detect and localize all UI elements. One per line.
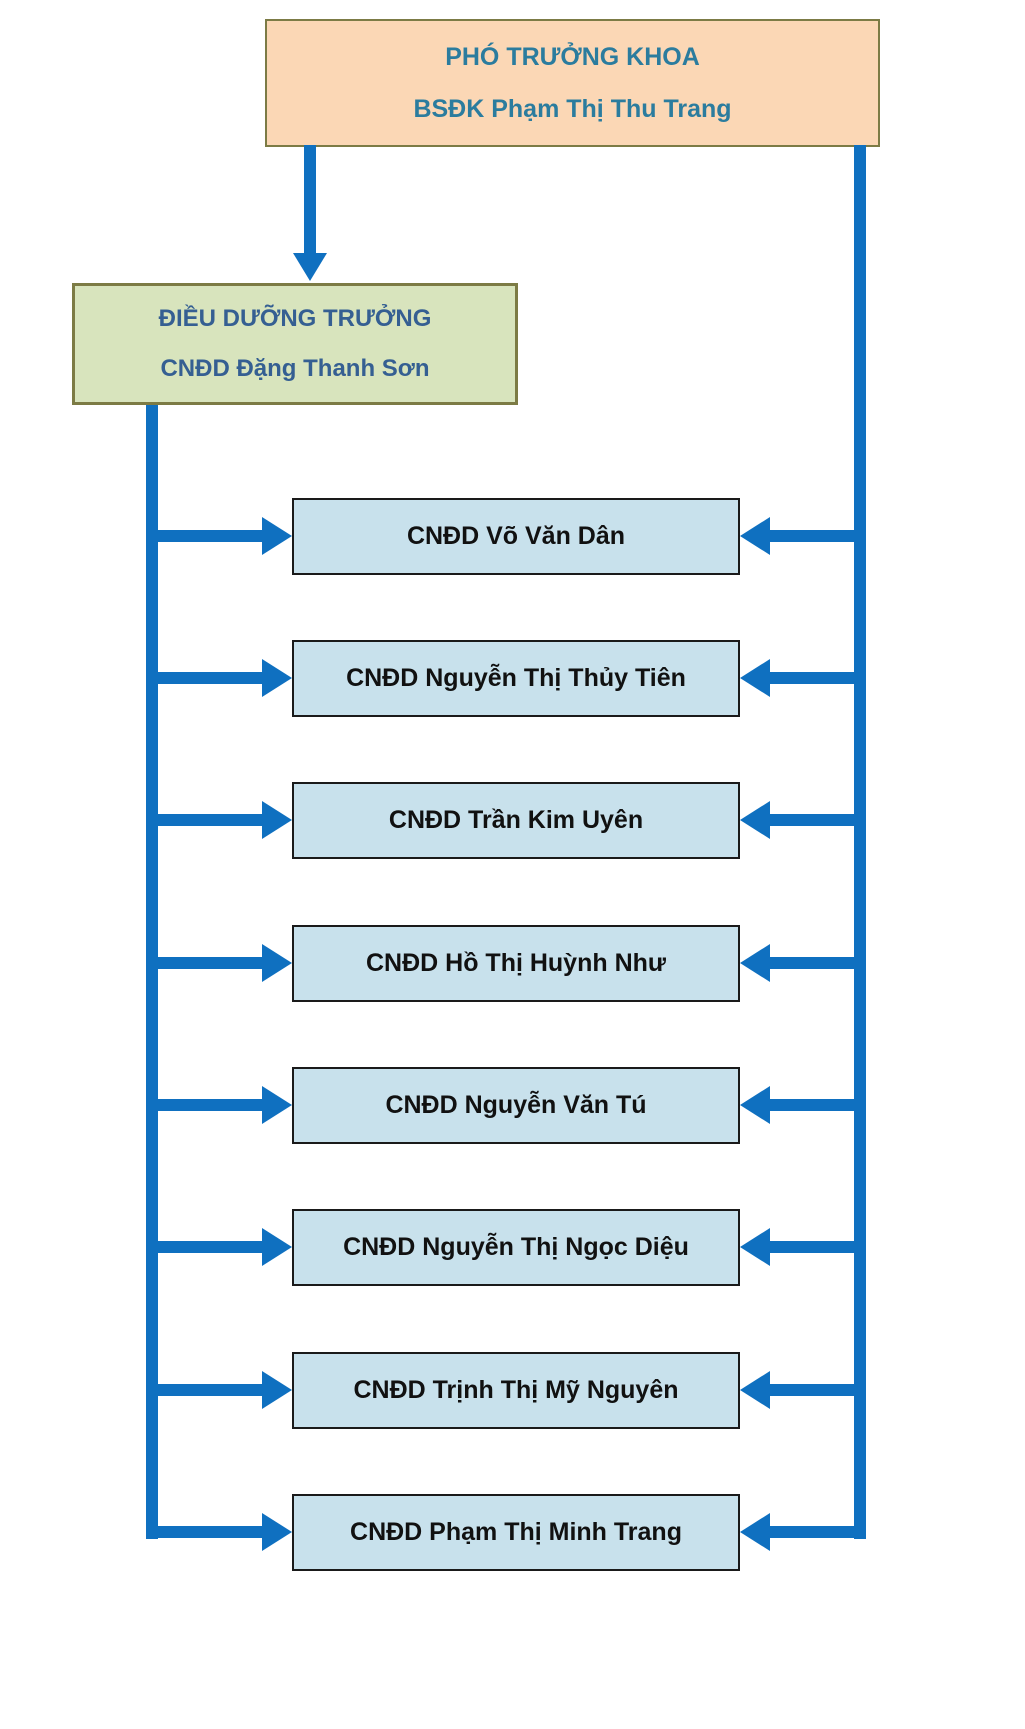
right-arrow-shaft [768, 530, 866, 542]
left-arrow-shaft [146, 1241, 264, 1253]
right-arrow-shaft [768, 1526, 866, 1538]
right-arrow-shaft [768, 957, 866, 969]
left-arrow-shaft [146, 814, 264, 826]
head-bus-line [854, 145, 866, 1539]
staff-node: CNĐD Phạm Thị Minh Trang [292, 1494, 740, 1571]
left-arrowhead-icon [740, 659, 770, 697]
left-arrow-shaft [146, 672, 264, 684]
deputy-node: ĐIỀU DƯỠNG TRƯỞNG CNĐD Đặng Thanh Sơn [72, 283, 518, 405]
staff-row: CNĐD Trịnh Thị Mỹ Nguyên [0, 1352, 1025, 1429]
right-arrow-shaft [768, 672, 866, 684]
right-arrowhead-icon [262, 801, 292, 839]
left-arrow-shaft [146, 1099, 264, 1111]
staff-row: CNĐD Phạm Thị Minh Trang [0, 1494, 1025, 1571]
right-arrowhead-icon [262, 659, 292, 697]
right-arrow-shaft [768, 814, 866, 826]
left-arrowhead-icon [740, 517, 770, 555]
staff-node: CNĐD Nguyễn Thị Ngọc Diệu [292, 1209, 740, 1286]
staff-row: CNĐD Nguyễn Văn Tú [0, 1067, 1025, 1144]
head-node: PHÓ TRƯỞNG KHOA BSĐK Phạm Thị Thu Trang [265, 19, 880, 147]
staff-row: CNĐD Nguyễn Thị Ngọc Diệu [0, 1209, 1025, 1286]
left-arrow-shaft [146, 1526, 264, 1538]
staff-row: CNĐD Võ Văn Dân [0, 498, 1025, 575]
right-arrowhead-icon [262, 1228, 292, 1266]
staff-node: CNĐD Hồ Thị Huỳnh Như [292, 925, 740, 1002]
left-arrow-shaft [146, 530, 264, 542]
right-arrowhead-icon [262, 1371, 292, 1409]
staff-row: CNĐD Hồ Thị Huỳnh Như [0, 925, 1025, 1002]
staff-node: CNĐD Trịnh Thị Mỹ Nguyên [292, 1352, 740, 1429]
right-arrowhead-icon [262, 1513, 292, 1551]
staff-node: CNĐD Trần Kim Uyên [292, 782, 740, 859]
right-arrow-shaft [768, 1241, 866, 1253]
right-arrowhead-icon [262, 1086, 292, 1124]
staff-node: CNĐD Nguyễn Văn Tú [292, 1067, 740, 1144]
down-arrowhead-icon [293, 253, 327, 281]
staff-row: CNĐD Nguyễn Thị Thủy Tiên [0, 640, 1025, 717]
left-arrow-shaft [146, 1384, 264, 1396]
right-arrow-shaft [768, 1099, 866, 1111]
right-arrow-shaft [768, 1384, 866, 1396]
head-title: PHÓ TRƯỞNG KHOA [445, 42, 700, 71]
right-arrowhead-icon [262, 517, 292, 555]
right-arrowhead-icon [262, 944, 292, 982]
left-arrowhead-icon [740, 1371, 770, 1409]
left-arrowhead-icon [740, 1228, 770, 1266]
deputy-title: ĐIỀU DƯỠNG TRƯỞNG [158, 305, 432, 332]
staff-row: CNĐD Trần Kim Uyên [0, 782, 1025, 859]
left-arrowhead-icon [740, 801, 770, 839]
staff-node: CNĐD Nguyễn Thị Thủy Tiên [292, 640, 740, 717]
left-arrow-shaft [146, 957, 264, 969]
head-name: BSĐK Phạm Thị Thu Trang [413, 94, 732, 123]
deputy-bus-line [146, 403, 158, 1539]
staff-node: CNĐD Võ Văn Dân [292, 498, 740, 575]
head-to-deputy-connector [304, 145, 316, 255]
left-arrowhead-icon [740, 1513, 770, 1551]
deputy-name: CNĐD Đặng Thanh Sơn [160, 355, 430, 382]
left-arrowhead-icon [740, 1086, 770, 1124]
left-arrowhead-icon [740, 944, 770, 982]
